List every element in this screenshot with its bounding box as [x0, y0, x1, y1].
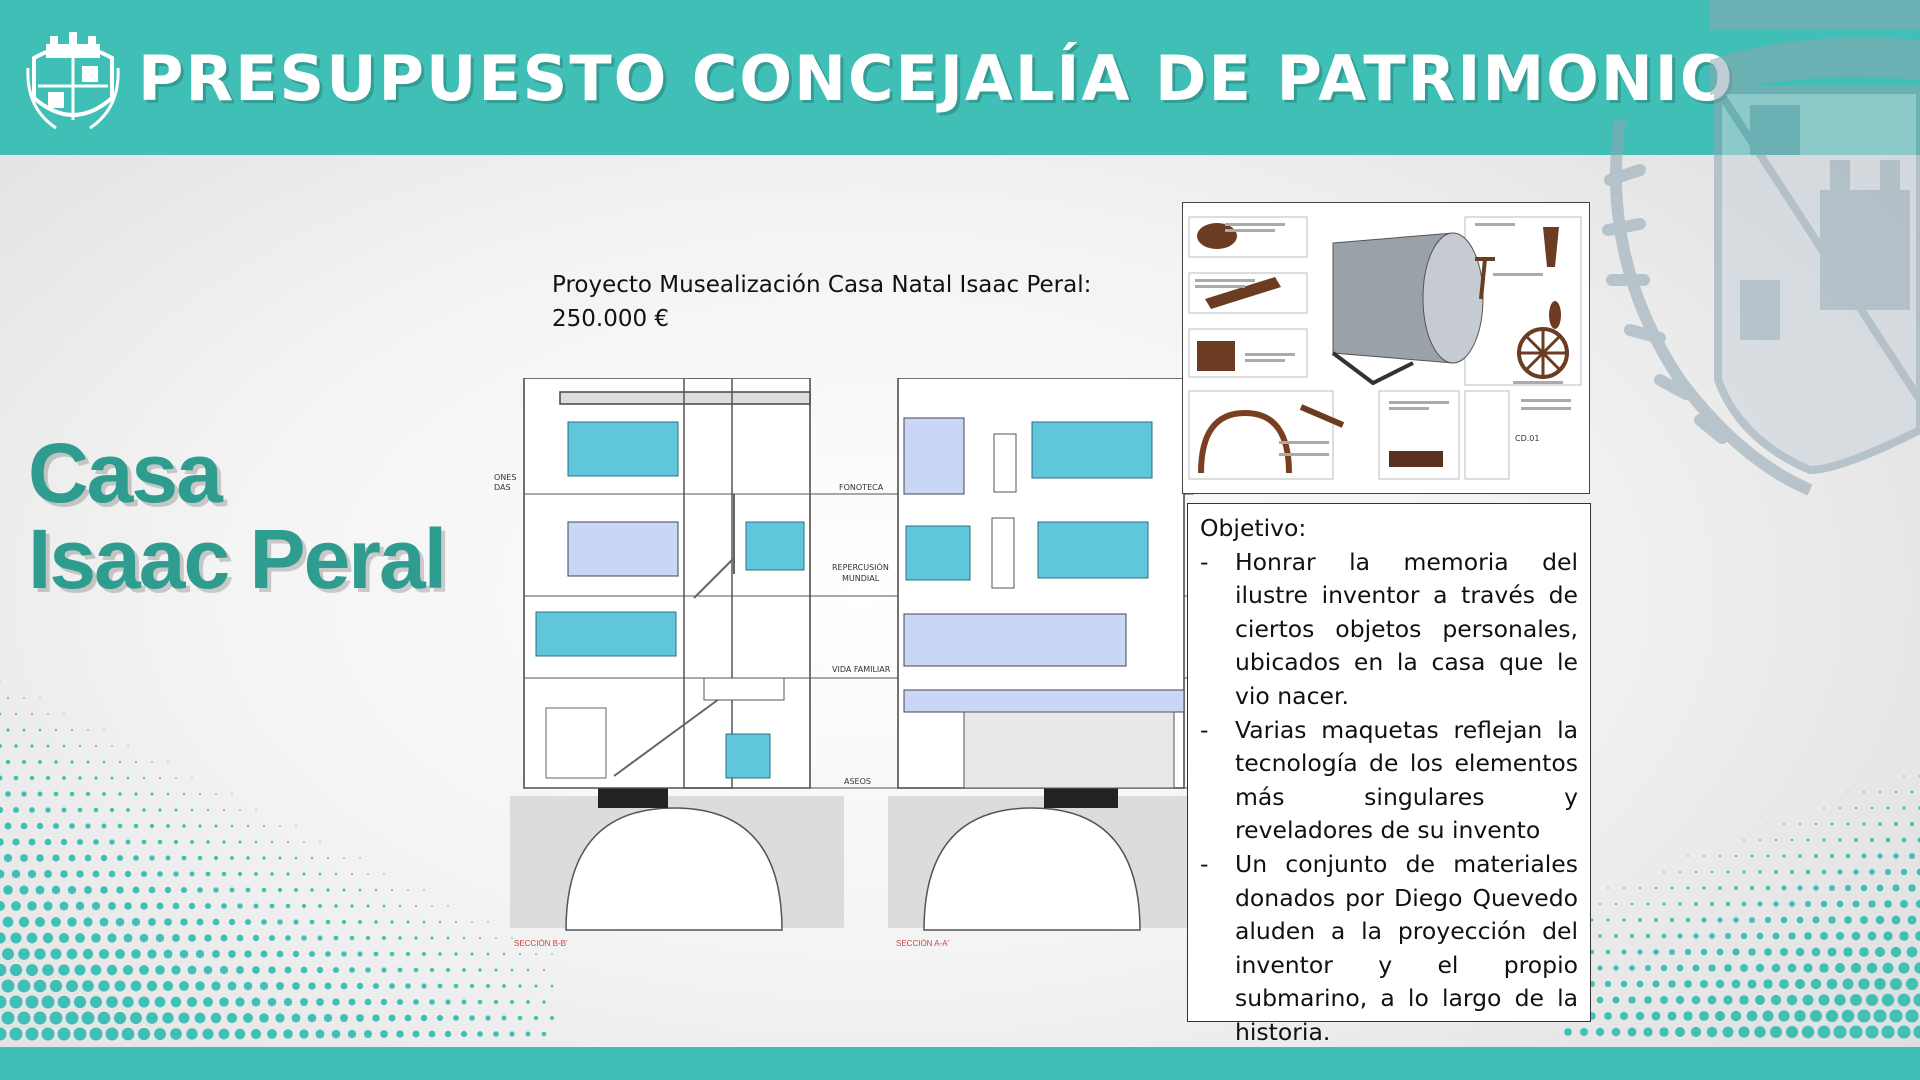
objective-title: Objetivo: — [1200, 514, 1307, 542]
header-bar: PRESUPUESTO CONCEJALÍA DE PATRIMONIO — [0, 0, 1920, 155]
label-cut-2: DAS — [494, 483, 511, 492]
label-vida-familiar: VIDA FAMILIAR — [832, 665, 891, 674]
list-item: Un conjunto de materiales donados por Di… — [1200, 848, 1578, 1050]
list-item: Honrar la memoria del ilustre inventor a… — [1200, 546, 1578, 714]
objective-box: Objetivo: Honrar la memoria del ilustre … — [1187, 503, 1591, 1046]
building-section-drawing: FONOTECA REPERCUSIÓN MUNDIAL VIDA FAMILI… — [494, 378, 1194, 948]
city-crest-watermark-icon — [1602, 0, 1920, 496]
submarine-models-sheet: CD.01 — [1182, 202, 1590, 494]
project-description: Proyecto Musealización Casa Natal Isaac … — [552, 268, 1091, 336]
city-crest-icon — [26, 32, 120, 130]
label-mundial: MUNDIAL — [842, 574, 880, 583]
label-repercusion: REPERCUSIÓN — [832, 561, 889, 572]
section-caption-left: SECCIÓN B-B' — [514, 939, 568, 948]
models-illustration: CD.01 — [1188, 216, 1582, 480]
project-label: Proyecto Musealización Casa Natal Isaac … — [552, 272, 1092, 298]
list-item: Varias maquetas reflejan la tecnología d… — [1200, 714, 1578, 848]
dot-pattern-left — [0, 681, 554, 1041]
dot-pattern-right — [1560, 775, 1920, 1039]
section-title: Casa Isaac Peral — [28, 426, 447, 606]
page-title: PRESUPUESTO CONCEJALÍA DE PATRIMONIO — [138, 42, 1735, 115]
label-cut-1: ONES — [494, 473, 516, 482]
models-sheet-code: CD.01 — [1515, 434, 1539, 443]
section-title-line1: Casa — [28, 426, 223, 520]
project-amount: 250.000 € — [552, 306, 670, 332]
label-aseos: ASEOS — [844, 777, 871, 786]
section-caption-right: SECCIÓN A-A' — [896, 939, 950, 948]
footer-bar — [0, 1047, 1920, 1080]
objective-list: Honrar la memoria del ilustre inventor a… — [1200, 546, 1578, 1050]
section-title-line2: Isaac Peral — [28, 512, 447, 606]
label-fonoteca: FONOTECA — [839, 483, 884, 492]
